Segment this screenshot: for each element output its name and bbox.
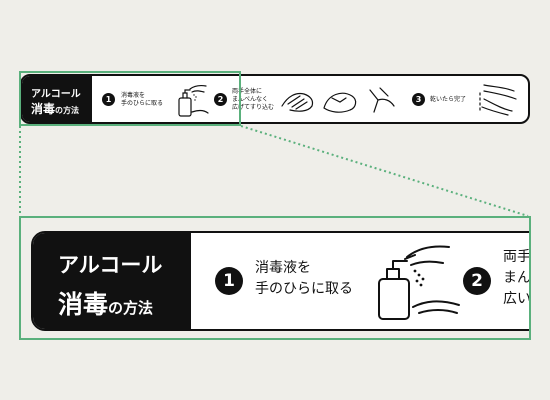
- step1-text: 消毒液を手のひらに取る: [121, 92, 164, 107]
- zoomed-step1-text: 消毒液を手のひらに取る: [255, 260, 353, 297]
- zoomed-hand-pump-bottle-icon: [378, 245, 460, 320]
- zoomed-card: アルコール 消毒の方法 1 消毒液を手のひらに取る 2 両手まん広い: [31, 231, 531, 331]
- zoomed-title-line1: アルコール: [58, 253, 163, 277]
- zoomed-step1-number-badge: 1: [215, 267, 243, 295]
- zoomed-title-block: アルコール 消毒の方法: [33, 233, 191, 329]
- step2-text: 両手全体にまんべんなく広げてすり込む: [232, 88, 275, 111]
- strip-title-line2: 消毒の方法: [31, 102, 80, 116]
- zoomed-step2-text: 両手まん広い: [503, 249, 531, 307]
- hand-pump-bottle-icon: [178, 85, 209, 117]
- zoomed-title-line2: 消毒の方法: [58, 290, 154, 319]
- zoom-source-highlight: [19, 71, 241, 126]
- strip-title-line1: アルコール: [31, 89, 81, 100]
- strip-title-block: アルコール 消毒の方法: [22, 76, 92, 122]
- drying-hands-icon: [479, 84, 517, 116]
- zoomed-detail-panel: アルコール 消毒の方法 1 消毒液を手のひらに取る 2 両手まん広い: [19, 216, 531, 340]
- step3-text: 乾いたら完了: [430, 96, 467, 103]
- instruction-strip: アルコール 消毒の方法 1 消毒液を手のひらに取る 2 両手全体にまんべんなく広…: [20, 74, 530, 124]
- step1-number-badge: 1: [102, 93, 115, 106]
- step3-number-badge: 3: [412, 93, 425, 106]
- rubbing-hands-icon: [281, 87, 395, 113]
- zoomed-step2-number-badge: 2: [463, 267, 491, 295]
- step2-number-badge: 2: [214, 93, 227, 106]
